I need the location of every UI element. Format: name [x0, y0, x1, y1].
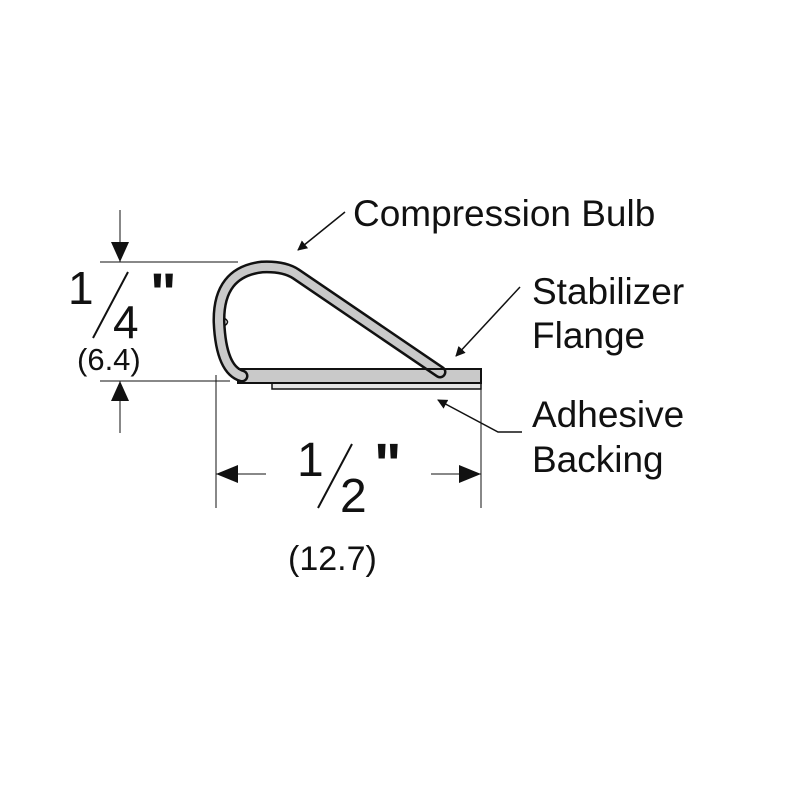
adhesive-label-line1: Adhesive	[532, 394, 684, 435]
width-denominator: 2	[340, 470, 367, 523]
compression-bulb-outline-dark	[212, 260, 447, 383]
height-fraction-slash	[92, 271, 129, 339]
height-arrow-top	[111, 242, 129, 262]
bulb-notch	[223, 317, 229, 327]
height-inch-mark: "	[150, 261, 177, 324]
adhesive-label-line2: Backing	[532, 439, 664, 480]
compression-bulb-outline-fill	[214, 262, 444, 380]
width-numerator: 1	[297, 434, 324, 487]
compression-bulb-arrow	[297, 211, 346, 251]
compression-bulb-label: Compression Bulb	[353, 193, 655, 234]
width-dimension: 1 2 " (12.7)	[215, 375, 482, 578]
height-dimension: 1 4 " (6.4)	[68, 210, 238, 433]
width-arrow-right	[459, 465, 481, 483]
width-metric: (12.7)	[288, 540, 377, 578]
stabilizer-flange-arrow	[455, 286, 521, 357]
width-fraction-slash	[317, 443, 353, 509]
width-inch-mark: "	[374, 432, 402, 497]
height-metric: (6.4)	[77, 342, 141, 377]
seal-profile	[212, 260, 482, 390]
height-arrow-bottom	[111, 381, 129, 401]
width-arrow-left	[216, 465, 238, 483]
stabilizer-label-line2: Flange	[532, 315, 645, 356]
adhesive-backing-arrow	[437, 399, 522, 433]
stabilizer-label-line1: Stabilizer	[532, 271, 684, 312]
height-numerator: 1	[68, 262, 94, 314]
height-denominator: 4	[113, 296, 139, 348]
